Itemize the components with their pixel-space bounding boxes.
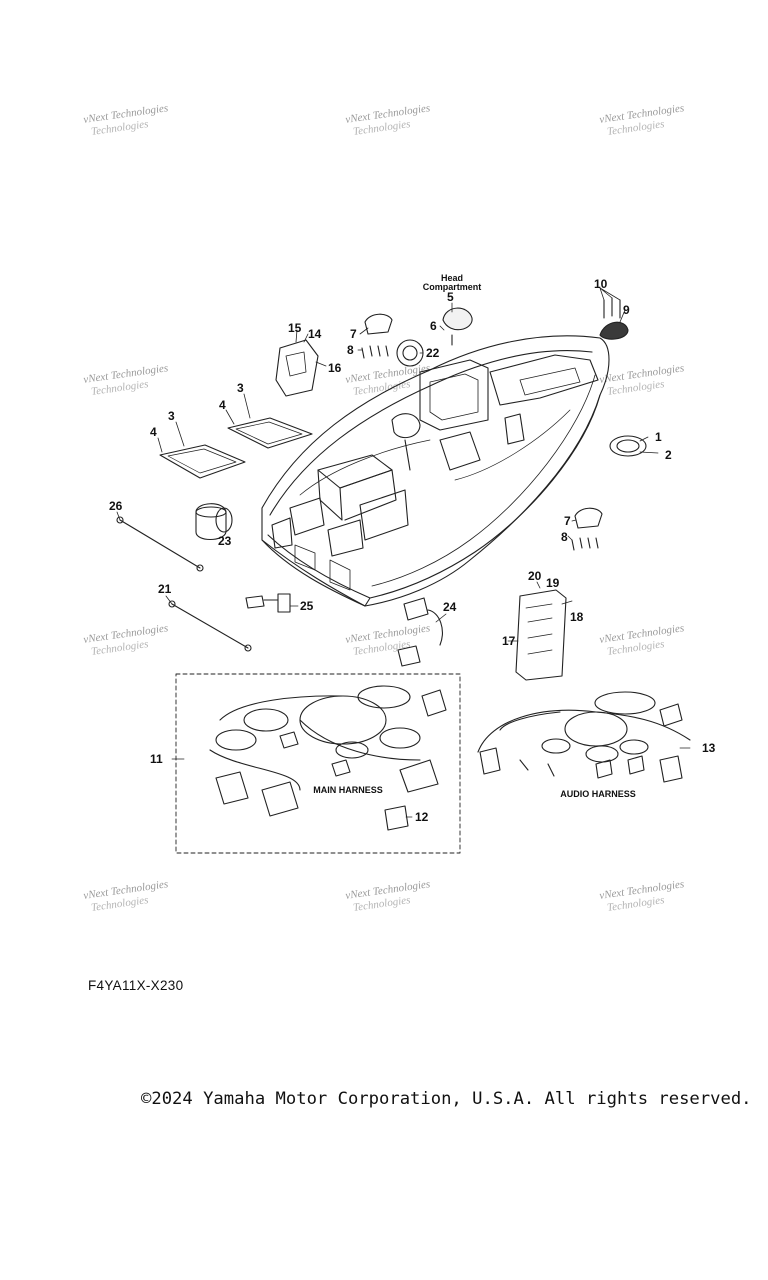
copyright-notice: ©2024 Yamaha Motor Corporation, U.S.A. A… bbox=[141, 1089, 752, 1109]
callout-3: 3 bbox=[168, 409, 175, 423]
main-harness-label: MAIN HARNESS bbox=[313, 785, 383, 795]
callout-4: 4 bbox=[219, 398, 226, 412]
callout-16: 16 bbox=[328, 361, 342, 375]
callout-13: 13 bbox=[702, 741, 716, 755]
callout-6: 6 bbox=[430, 319, 437, 333]
leader-lines bbox=[116, 287, 691, 818]
callout-25: 25 bbox=[300, 599, 314, 613]
callout-9: 9 bbox=[623, 303, 630, 317]
callout-3: 3 bbox=[237, 381, 244, 395]
callout-8: 8 bbox=[347, 343, 354, 357]
sensor-25-part bbox=[245, 593, 291, 613]
connector-24-part bbox=[397, 597, 443, 667]
tray-right-part bbox=[227, 417, 313, 449]
head-compartment-label: Compartment bbox=[423, 282, 482, 292]
callout-11: 11 bbox=[150, 752, 163, 766]
callout-26: 26 bbox=[109, 499, 123, 513]
diagram-code: F4YA11X-X230 bbox=[88, 978, 184, 993]
callout-7: 7 bbox=[564, 514, 571, 528]
callout-15: 15 bbox=[288, 321, 302, 335]
main-harness-illustration bbox=[209, 685, 447, 831]
audio-harness-label: AUDIO HARNESS bbox=[560, 789, 636, 799]
callout-21: 21 bbox=[158, 582, 172, 596]
light-9-part bbox=[599, 321, 629, 340]
module-17-part bbox=[515, 589, 567, 681]
head-compartment-label: Head bbox=[441, 273, 463, 283]
callout-7: 7 bbox=[350, 327, 357, 341]
callout-17: 17 bbox=[502, 634, 516, 648]
callout-24: 24 bbox=[443, 600, 457, 614]
callout-5: 5 bbox=[447, 290, 454, 304]
courtesy-light-lower bbox=[574, 507, 603, 529]
callout-10: 10 bbox=[594, 277, 608, 291]
main-harness-group-box bbox=[175, 673, 461, 854]
callout-8: 8 bbox=[561, 530, 568, 544]
head-light-part bbox=[442, 307, 473, 331]
callout-23: 23 bbox=[218, 534, 232, 548]
courtesy-light-upper bbox=[364, 313, 393, 335]
audio-harness-illustration bbox=[477, 691, 691, 783]
callout-18: 18 bbox=[570, 610, 584, 624]
gauge-22-part bbox=[396, 339, 424, 367]
callout-12: 12 bbox=[415, 810, 429, 824]
tray-left-part bbox=[159, 444, 246, 479]
cable-26-part bbox=[119, 519, 201, 569]
callout-22: 22 bbox=[426, 346, 440, 360]
switch-panel-part bbox=[275, 339, 319, 397]
callout-20: 20 bbox=[528, 569, 542, 583]
boat-hull-illustration bbox=[261, 335, 610, 607]
cover-1-part bbox=[609, 435, 647, 457]
cable-21-part bbox=[171, 603, 249, 649]
callout-19: 19 bbox=[546, 576, 560, 590]
callout-2: 2 bbox=[665, 448, 672, 462]
callout-14: 14 bbox=[308, 327, 322, 341]
callout-4: 4 bbox=[150, 425, 157, 439]
callout-1: 1 bbox=[655, 430, 662, 444]
